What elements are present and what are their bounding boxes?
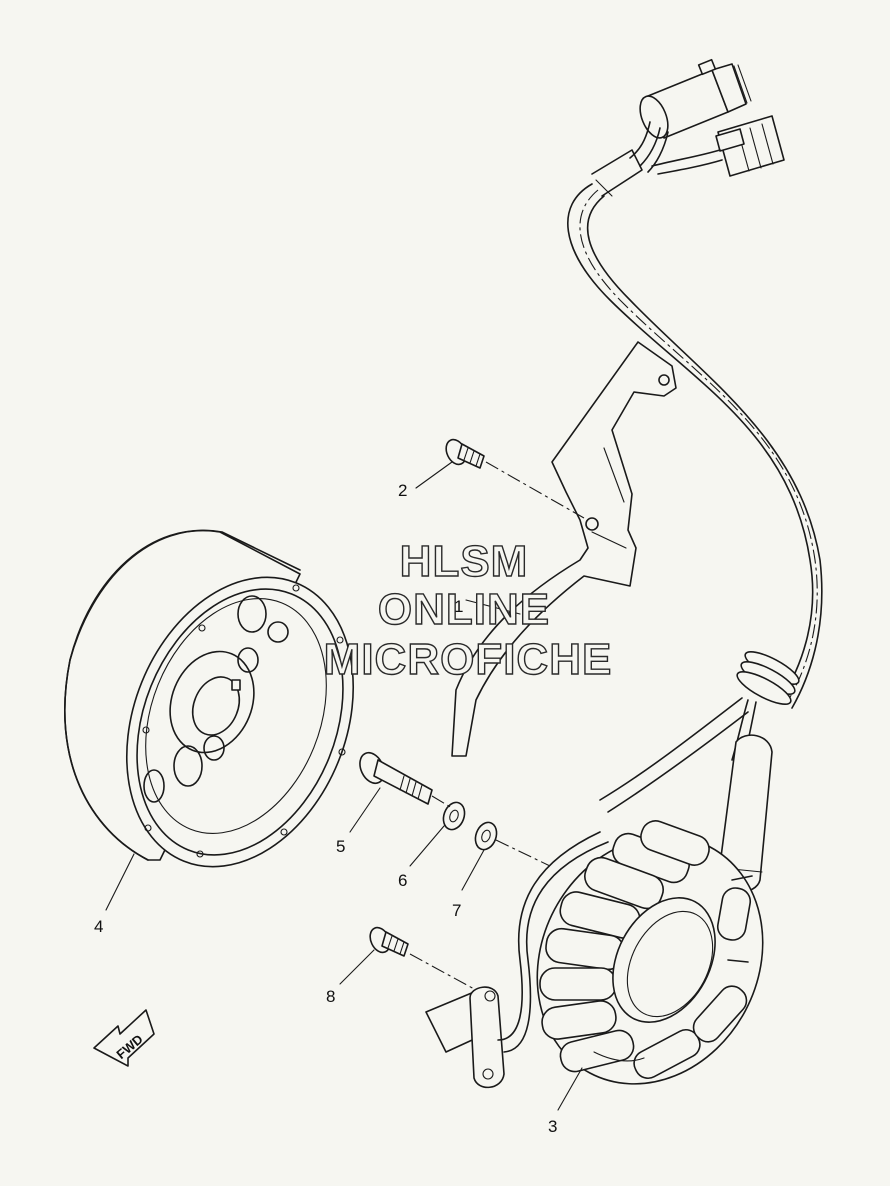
screw-icon [369, 926, 409, 957]
bolt-icon [359, 751, 433, 805]
callout-6: 6 [398, 871, 407, 890]
callout-1: 1 [454, 597, 463, 616]
stator [536, 820, 764, 1085]
square-connector-icon [715, 115, 785, 177]
pickup-coil-icon [425, 831, 609, 1089]
wire-harness [567, 58, 823, 893]
grommet-icon [736, 651, 800, 705]
screw-icon [445, 438, 485, 469]
callout-8: 8 [326, 987, 335, 1006]
watermark-line-3: MICROFICHE [324, 635, 613, 684]
callout-3: 3 [548, 1117, 557, 1136]
watermark-line-1: HLSM [400, 537, 529, 586]
watermark-line-2: ONLINE [378, 585, 550, 634]
spring-washer-icon [474, 821, 498, 851]
callout-5: 5 [336, 837, 345, 856]
rotor-flywheel [64, 529, 355, 868]
callout-2: 2 [398, 481, 407, 500]
callout-7: 7 [452, 901, 461, 920]
fwd-arrow-icon: FWD [93, 1009, 155, 1067]
leader-lines [105, 461, 585, 1111]
bracket-plate [451, 341, 677, 757]
watermark: HLSM ONLINE MICROFICHE [323, 536, 613, 684]
washer-icon [442, 801, 466, 831]
callout-4: 4 [94, 917, 103, 936]
round-connector-icon [639, 58, 752, 139]
